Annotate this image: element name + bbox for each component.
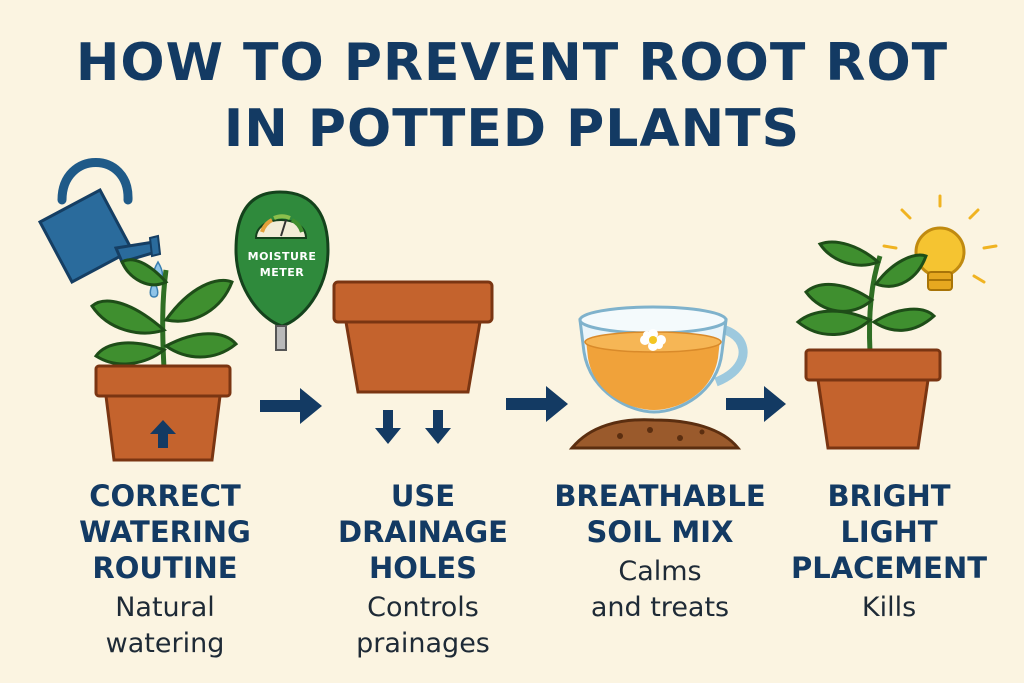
meter-label-line-1: MOISTURE	[248, 250, 317, 263]
step-3-desc-line: Calms	[618, 556, 702, 587]
step-1-description: Natural watering	[60, 590, 270, 662]
step-3-label: BREATHABLE SOIL MIX	[546, 478, 774, 550]
title-line-2: IN POTTED PLANTS	[223, 99, 801, 159]
flower-pot-2-icon	[332, 280, 494, 394]
step-4-desc-line: Kills	[861, 592, 917, 623]
step-4-label-line: BRIGHT	[827, 479, 951, 513]
flower-pot-4-icon	[804, 348, 942, 450]
arrow-down-icon	[425, 410, 451, 444]
step-2-label-line: USE	[390, 479, 456, 513]
arrow-right-icon	[260, 388, 322, 424]
step-1-label-line: CORRECT	[89, 479, 241, 513]
moisture-meter-icon: MOISTURE METER	[234, 190, 330, 351]
arrow-right-icon	[726, 386, 786, 422]
light-bulb-icon	[882, 194, 998, 291]
step-1-label-line: WATERING	[79, 515, 251, 549]
title-line-1: HOW TO PREVENT ROOT ROT	[75, 33, 949, 93]
step-4-description: Kills	[776, 590, 1002, 626]
page-title: HOW TO PREVENT ROOT ROT IN POTTED PLANTS	[0, 30, 1024, 162]
arrow-right-icon	[506, 386, 568, 422]
step-3-desc-line: and treats	[590, 592, 730, 623]
arrow-up-icon	[150, 420, 176, 448]
soil-pile-icon	[568, 418, 742, 450]
step-4-label: BRIGHT LIGHT PLACEMENT	[776, 478, 1002, 586]
step-2-label: USE DRAINAGE HOLES	[318, 478, 528, 586]
step-1-label: CORRECT WATERING ROUTINE	[60, 478, 270, 586]
plant-4-leaves-icon	[795, 240, 937, 353]
step-2-desc-line: prainages	[356, 628, 490, 659]
step-1-label-line: ROUTINE	[92, 551, 238, 585]
step-3-label-line: SOIL MIX	[586, 515, 734, 549]
chamomile-flower-icon	[640, 329, 666, 351]
watering-can-icon	[37, 158, 164, 298]
step-1-desc-line: watering	[105, 628, 225, 659]
arrow-down-icon	[375, 410, 401, 444]
glass-cup-icon	[578, 305, 748, 414]
step-1-desc-line: Natural	[115, 592, 215, 623]
meter-label-line-2: METER	[260, 266, 304, 279]
step-2-desc-line: Controls	[367, 592, 479, 623]
step-2-label-line: HOLES	[368, 551, 478, 585]
step-3-description: Calms and treats	[546, 554, 774, 626]
plant-1-leaves-icon	[90, 258, 239, 369]
step-3-label-line: BREATHABLE	[554, 479, 766, 513]
step-2-label-line: DRAINAGE	[338, 515, 508, 549]
step-4-label-line: LIGHT	[840, 515, 938, 549]
step-2-description: Controls prainages	[318, 590, 528, 662]
step-4-label-line: PLACEMENT	[791, 551, 987, 585]
